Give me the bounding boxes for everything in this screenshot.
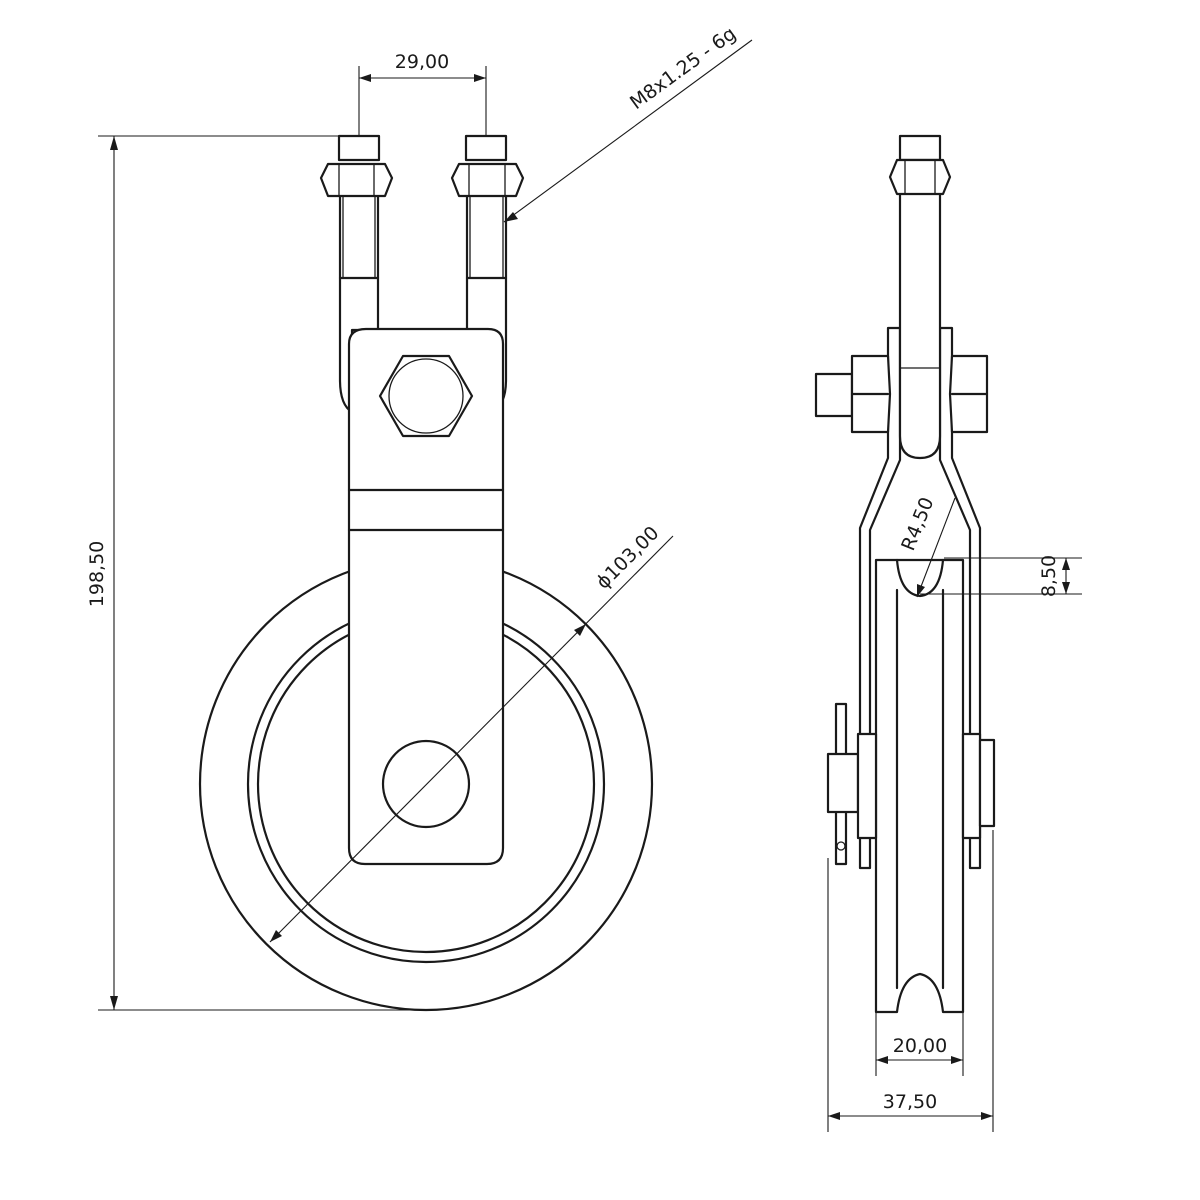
dim-wheel-width: 20,00 [875, 1012, 964, 1076]
mounting-plate [347, 327, 505, 866]
dim-thread: M8x1.25 - 6g [503, 23, 753, 223]
dim-bolt-spacing-label: 29,00 [395, 51, 449, 73]
hanger-rod [898, 186, 942, 460]
rod-end [898, 134, 942, 162]
bolt-end-left [337, 134, 381, 162]
wheel-side-profile [874, 558, 965, 1014]
axle-nut [978, 738, 996, 828]
through-bolt-end [814, 372, 854, 418]
dim-groove-radius-label: R4,50 [897, 494, 938, 554]
dim-bolt-spacing: 29,00 [358, 51, 487, 136]
front-view [198, 134, 654, 1012]
hex-nut-side [888, 158, 952, 196]
dim-overall-width-label: 37,50 [883, 1091, 937, 1113]
dim-groove-depth-label: 8,50 [1038, 555, 1060, 597]
hex-nut-right [450, 162, 525, 198]
hex-nut-left [319, 162, 394, 198]
dim-thread-label: M8x1.25 - 6g [626, 23, 740, 114]
side-view [814, 134, 996, 1014]
bolt-nut-right [948, 354, 989, 434]
axle-bolt-head [378, 354, 474, 438]
dim-overall-height: 198,50 [86, 135, 426, 1011]
dim-wheel-diameter-label: ϕ103,00 [592, 522, 663, 593]
bolt-end-right [464, 134, 508, 162]
bolt-nut-left [850, 354, 892, 434]
dim-groove-depth: 8,50 [920, 555, 1082, 597]
dim-wheel-width-label: 20,00 [893, 1035, 947, 1057]
dim-overall-height-label: 198,50 [86, 541, 108, 607]
axle-washer-right [961, 732, 982, 840]
dim-overall-width: 37,50 [827, 830, 994, 1132]
axle-washer-left [856, 732, 878, 840]
cotter-pin [826, 702, 860, 866]
